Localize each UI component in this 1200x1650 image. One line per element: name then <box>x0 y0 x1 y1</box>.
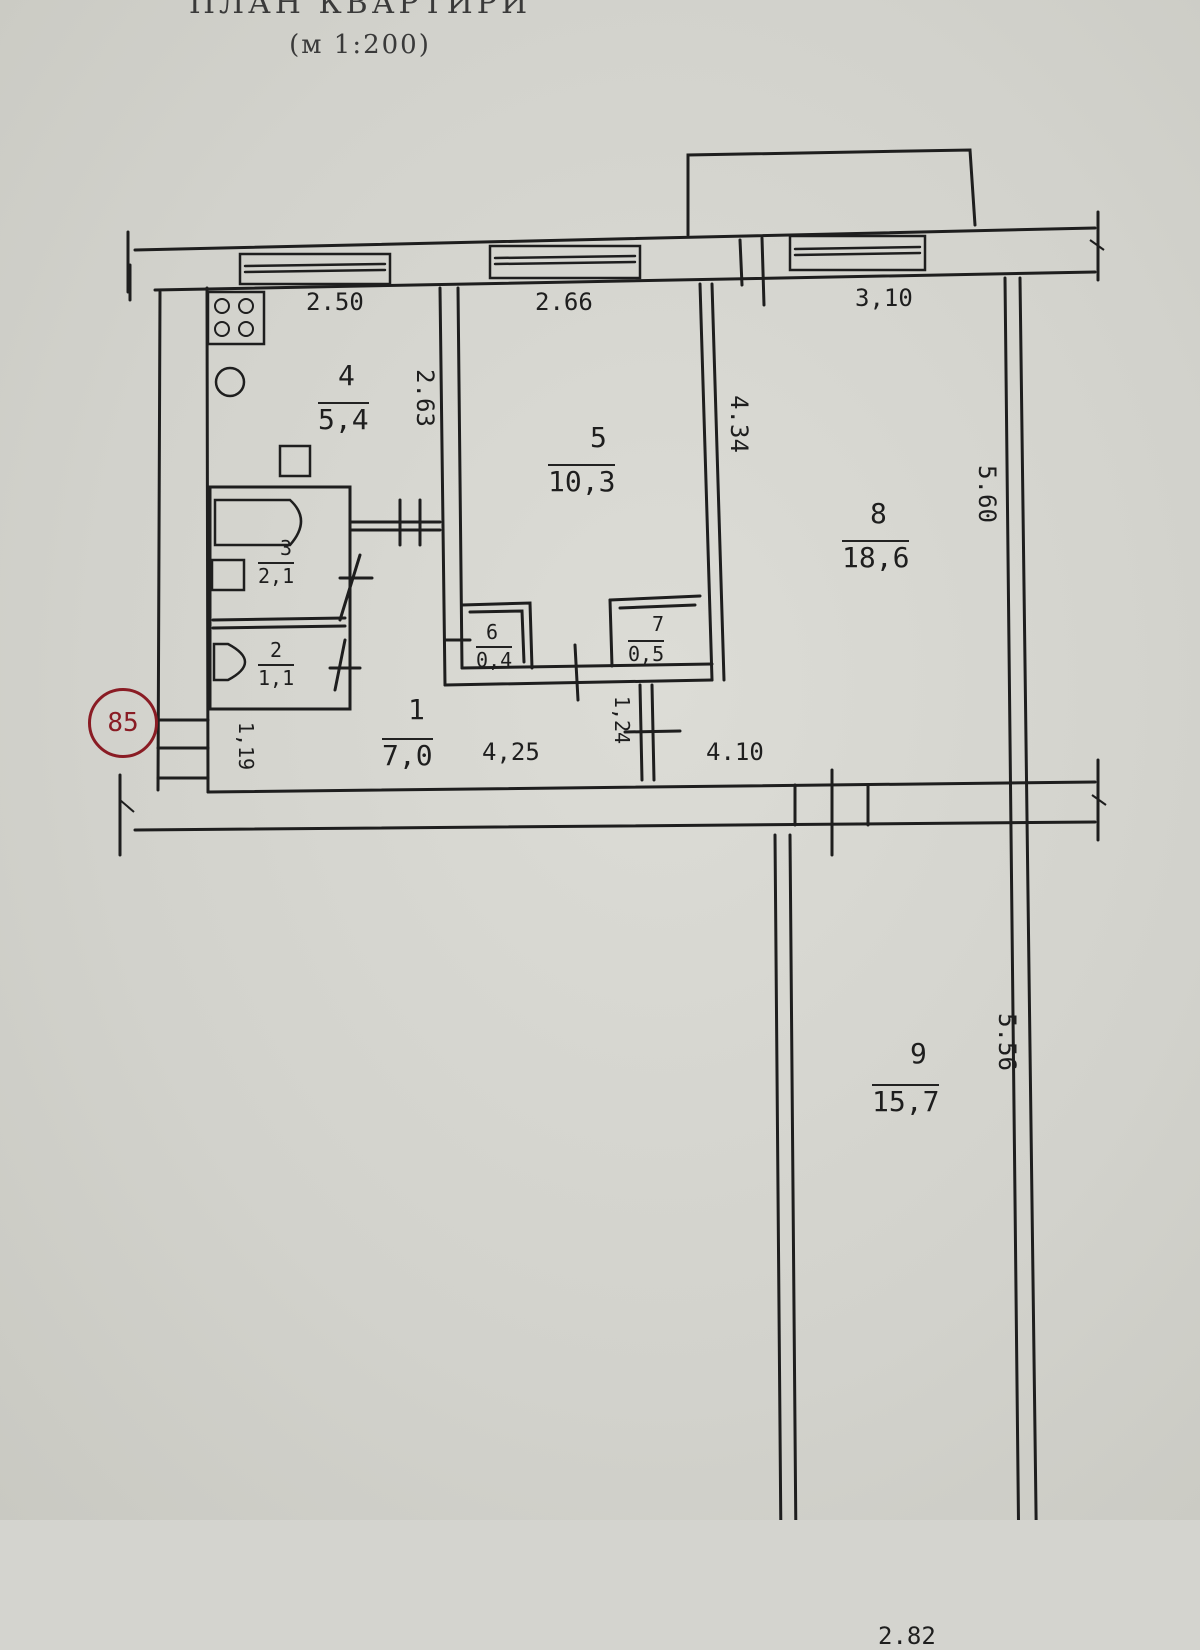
sink-icon <box>214 366 246 398</box>
dim-kitchen-depth: 2.63 <box>410 369 439 427</box>
room-5-number: 5 <box>590 421 607 454</box>
dim-kitchen-width: 2.50 <box>306 288 364 316</box>
room-4-number: 4 <box>338 359 355 392</box>
dim-room5-depth: 4.34 <box>724 395 753 453</box>
right-wall-inner <box>1003 276 1020 1520</box>
room-2-number: 2 <box>270 638 283 662</box>
balcony-outline <box>686 148 977 237</box>
room-6-area: 0,4 <box>476 646 513 672</box>
room-1-area: 7,0 <box>382 738 433 772</box>
dim-room5-width: 2.66 <box>535 288 593 316</box>
room-7-area: 0,5 <box>628 640 665 666</box>
room-8-area: 18,6 <box>842 540 910 574</box>
dim-room9-width: 2.82 <box>878 1622 936 1650</box>
room9-left-wall-inner <box>788 833 798 1520</box>
washbasin-icon <box>210 558 246 592</box>
dim-room9-depth: 5.56 <box>992 1013 1021 1071</box>
left-wall-inner <box>205 286 210 794</box>
top-windows <box>238 234 927 286</box>
mid-wall-inner <box>206 780 1097 794</box>
room-3-area: 2,1 <box>258 562 295 588</box>
room-7-number: 7 <box>652 612 665 636</box>
top-wall-outer <box>133 226 1097 252</box>
room-3-number: 3 <box>280 536 293 560</box>
room-5-area: 10,3 <box>548 464 616 498</box>
closet-7 <box>608 594 702 602</box>
dim-room8-depth: 5.60 <box>972 465 1001 523</box>
room-6-number: 6 <box>486 620 499 644</box>
stove-icon <box>206 290 266 346</box>
dim-hall-right: 4.10 <box>706 738 764 766</box>
room-4-area: 5,4 <box>318 402 369 436</box>
mid-wall-outer <box>133 820 1097 832</box>
top-wall-inner <box>153 270 1097 292</box>
dim-hall-mid: 4,25 <box>482 738 540 766</box>
room-9-area: 15,7 <box>872 1084 940 1118</box>
bathtub-icon <box>213 498 303 547</box>
dim-hall-left: 1,19 <box>234 721 259 771</box>
room-8-number: 8 <box>870 497 887 530</box>
room-9-number: 9 <box>910 1037 927 1070</box>
plan-scale: (м 1:200) <box>289 30 431 60</box>
left-wall-outer <box>156 290 162 792</box>
stamp-number: 85 <box>88 688 158 758</box>
toilet-icon <box>212 642 247 682</box>
dim-hall-depth: 1,24 <box>610 695 635 745</box>
closet-6 <box>460 601 534 670</box>
bathroom-block <box>208 485 352 711</box>
room-1-number: 1 <box>408 693 425 726</box>
dim-room8-width: 3,10 <box>855 284 913 312</box>
floor-plan-drawing <box>118 148 1107 1520</box>
room9-left-wall-outer <box>773 833 783 1520</box>
room-2-area: 1,1 <box>258 664 295 690</box>
plan-title: ПЛАН КВАРТИРИ <box>188 0 532 21</box>
right-wall-outer <box>1018 276 1038 1520</box>
cabinet-icon <box>278 444 312 478</box>
